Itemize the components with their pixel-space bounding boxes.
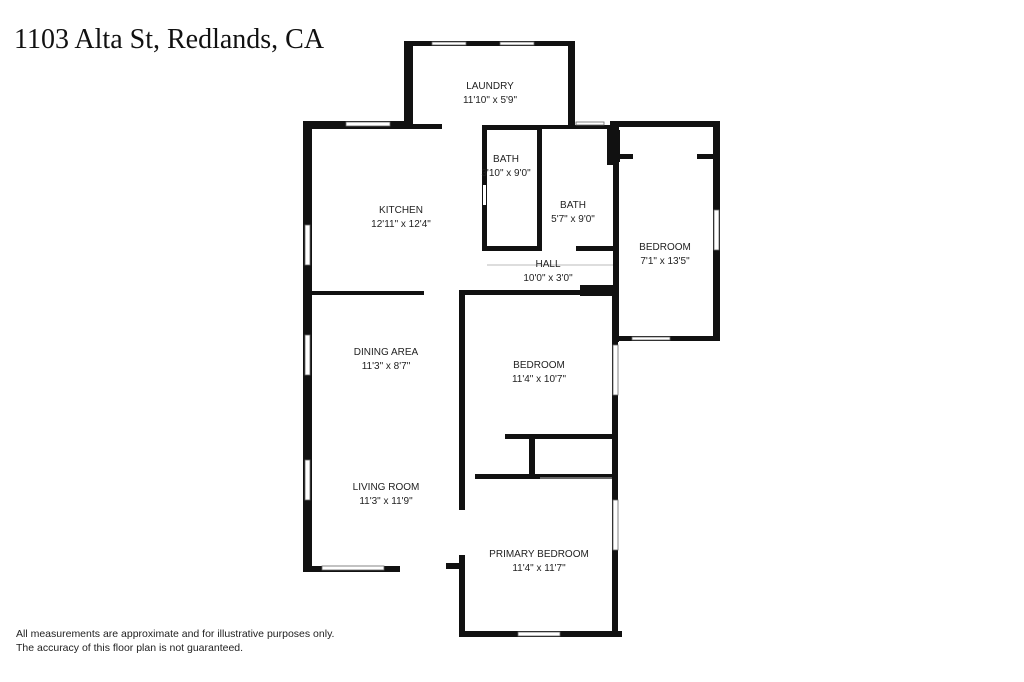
disclaimer: All measurements are approximate and for… (16, 628, 335, 654)
windows (304, 41, 720, 637)
door-openings (459, 185, 572, 555)
thin-lines (487, 264, 613, 479)
page-title: 1103 Alta St, Redlands, CA (14, 24, 325, 55)
